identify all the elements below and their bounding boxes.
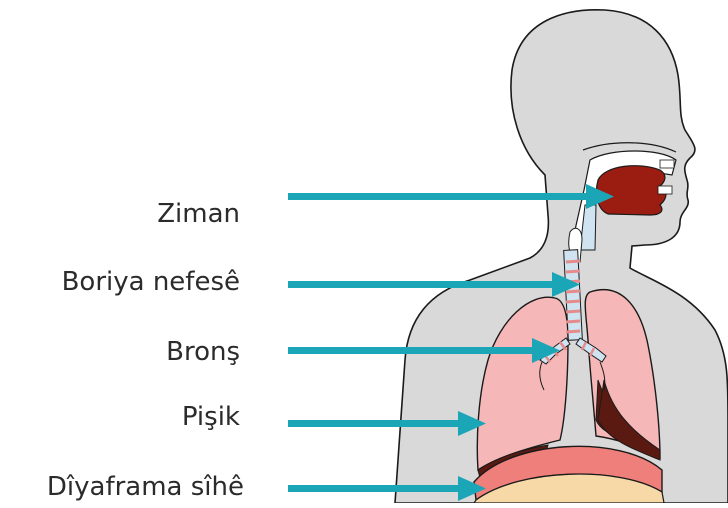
arrow-right-icon: [288, 281, 554, 288]
label-tongue: Ziman: [157, 201, 240, 227]
label-diaphragm: Dîyaframa sîhê: [47, 474, 244, 500]
label-bronchus: Bronş: [166, 339, 240, 365]
upper-teeth: [660, 160, 674, 168]
label-lung: Pişik: [182, 404, 240, 430]
arrow-right-icon: [288, 347, 534, 354]
lower-teeth: [658, 186, 672, 194]
tongue-shape: [596, 166, 666, 215]
label-trachea: Boriya nefesê: [62, 269, 240, 295]
arrow-right-icon: [288, 420, 460, 427]
arrow-right-icon: [288, 485, 460, 492]
arrow-right-icon: [288, 193, 588, 200]
